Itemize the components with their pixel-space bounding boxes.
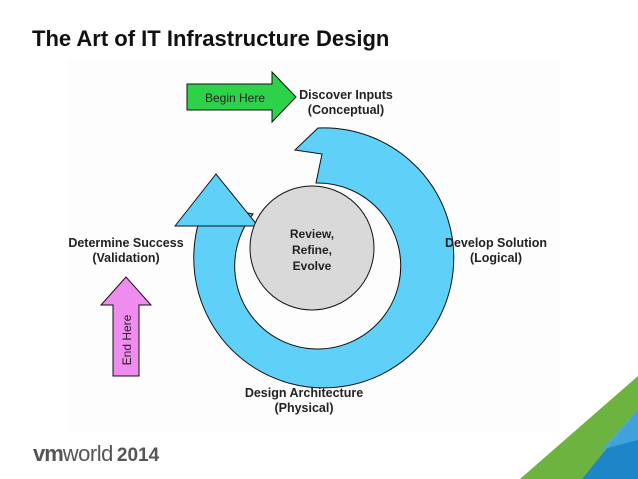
cycle-arrowhead xyxy=(173,173,260,227)
logo-vm: vm xyxy=(33,441,64,466)
logo-year: 2014 xyxy=(116,445,160,466)
center-text-refine: Refine, xyxy=(292,243,332,257)
center-text-review: Review, xyxy=(290,227,334,241)
label-physical: (Physical) xyxy=(274,401,333,415)
label-discover-inputs: Discover Inputs xyxy=(299,88,393,102)
end-here-arrow xyxy=(99,276,153,377)
corner-graphic-lightblue xyxy=(600,410,638,450)
begin-here-label: Begin Here xyxy=(205,91,265,105)
begin-here-arrow xyxy=(186,70,297,124)
label-determine-success: Determine Success xyxy=(68,236,183,250)
label-develop-solution: Develop Solution xyxy=(445,236,547,250)
center-circle xyxy=(249,185,375,311)
label-conceptual: (Conceptual) xyxy=(308,103,384,117)
center-text-evolve: Evolve xyxy=(293,259,332,273)
label-design-architecture: Design Architecture xyxy=(245,386,363,400)
end-here-label: End Here xyxy=(120,314,134,365)
slide-title: The Art of IT Infrastructure Design xyxy=(32,26,390,51)
logo-world: world xyxy=(62,441,114,466)
label-logical: (Logical) xyxy=(470,251,522,265)
cycle-arrow-band xyxy=(193,127,455,389)
label-validation: (Validation) xyxy=(92,251,159,265)
